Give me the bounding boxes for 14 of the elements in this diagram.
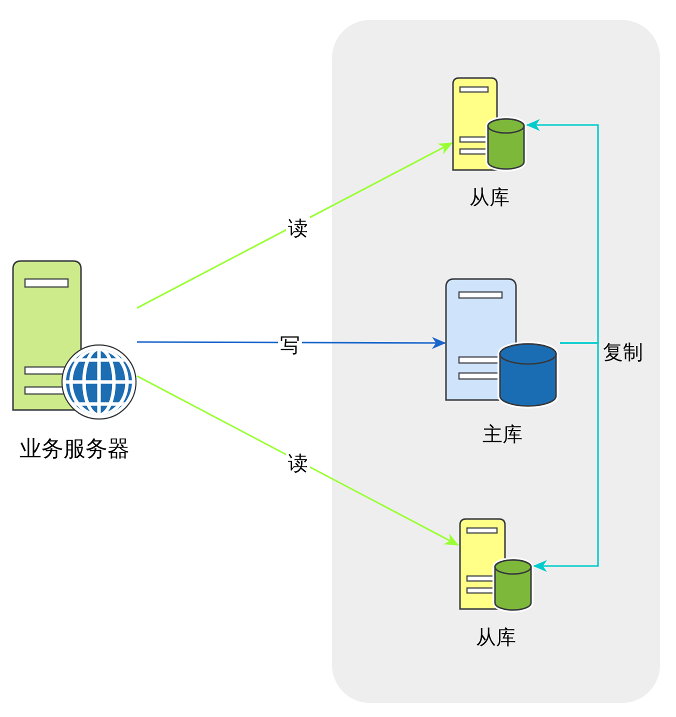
arrow <box>526 119 599 344</box>
node-label: 主库 <box>482 424 522 444</box>
arrow <box>137 336 446 349</box>
arrow <box>136 375 459 546</box>
node-label: 从库 <box>476 627 516 647</box>
arrow <box>533 342 599 572</box>
node-label: 业务服务器 <box>20 439 130 461</box>
rounded-panel <box>332 20 660 703</box>
edge-label: 读 <box>286 452 310 474</box>
node-label: 从库 <box>470 187 510 207</box>
edge-label: 写 <box>278 334 302 356</box>
edge-label: 读 <box>286 217 310 239</box>
edge-label: 复制 <box>601 341 645 363</box>
arrow <box>136 142 453 309</box>
